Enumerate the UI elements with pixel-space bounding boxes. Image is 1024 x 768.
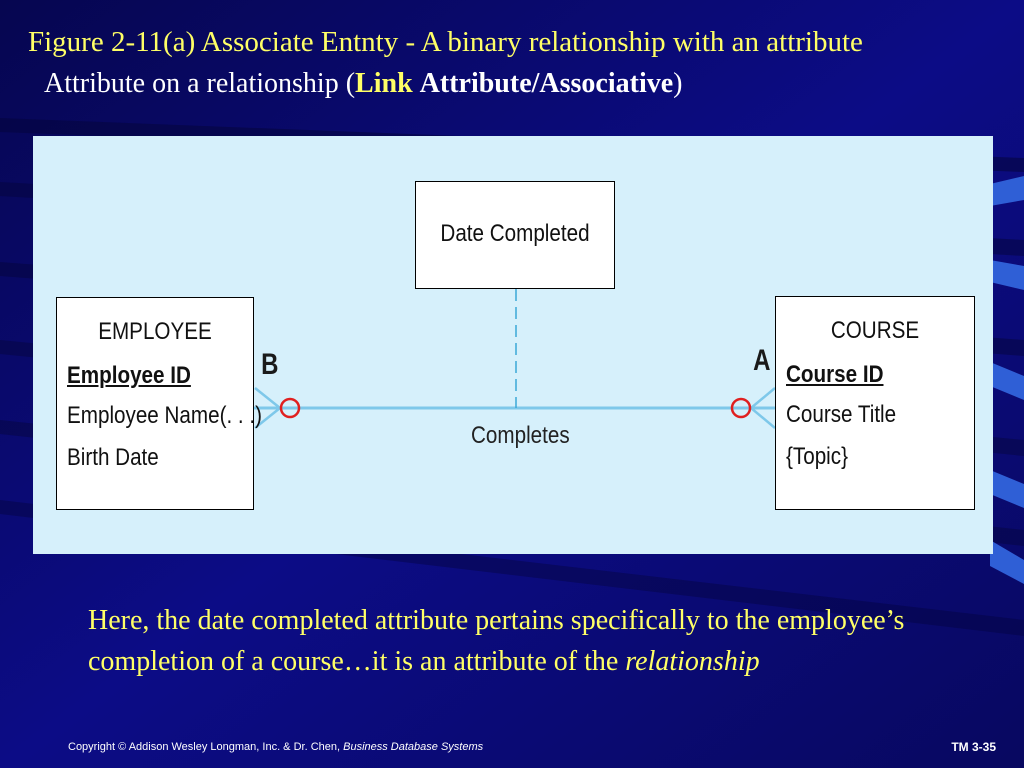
topic-attribute: {Topic} [786, 443, 848, 470]
footer-copyright: Copyright © Addison Wesley Longman, Inc.… [68, 741, 483, 753]
copyright-text: Copyright © Addison Wesley Longman, Inc.… [68, 741, 344, 753]
slide-number: TM 3-35 [951, 740, 996, 754]
employee-id-attribute: Employee ID [67, 362, 191, 389]
course-optional-marker [730, 397, 752, 419]
subtitle-link-word: Link [355, 68, 413, 99]
course-entity: COURSE Course ID Course Title {Topic} [775, 296, 975, 510]
explanation-emphasis: relationship [625, 646, 760, 677]
associative-attribute-box: Date Completed [415, 181, 615, 289]
er-diagram: Date Completed EMPLOYEE Employee ID Empl… [33, 136, 993, 554]
associative-attribute-label: Date Completed [440, 220, 590, 247]
relationship-label: Completes [471, 422, 570, 449]
employee-entity-name: EMPLOYEE [98, 318, 212, 345]
employee-name-attribute: Employee Name(. . .) [67, 402, 262, 429]
slide-subtitle: Attribute on a relationship (Link Attrib… [44, 68, 1004, 100]
book-title: Business Database Systems [343, 741, 484, 753]
cardinality-label-a: A [753, 344, 771, 377]
course-crows-foot [750, 387, 776, 429]
employee-optional-marker [279, 397, 301, 419]
diagram-connectors [254, 289, 776, 429]
employee-crows-foot [254, 387, 281, 429]
explanation-text: Here, the date completed attribute perta… [88, 600, 968, 682]
course-entity-name: COURSE [830, 317, 920, 344]
subtitle-suffix: ) [673, 68, 683, 99]
course-title-attribute: Course Title [786, 401, 897, 428]
course-id-attribute: Course ID [786, 361, 884, 388]
cardinality-label-b: B [261, 348, 279, 381]
subtitle-prefix: Attribute on a relationship ( [44, 68, 356, 99]
birth-date-attribute: Birth Date [67, 444, 159, 471]
explanation-main: Here, the date completed attribute perta… [88, 605, 905, 677]
employee-entity: EMPLOYEE Employee ID Employee Name(. . .… [56, 297, 262, 510]
subtitle-space [413, 68, 420, 99]
slide-title: Figure 2-11(a) Associate Entnty - A bina… [28, 26, 863, 58]
subtitle-associative: Attribute/Associative [419, 68, 674, 99]
